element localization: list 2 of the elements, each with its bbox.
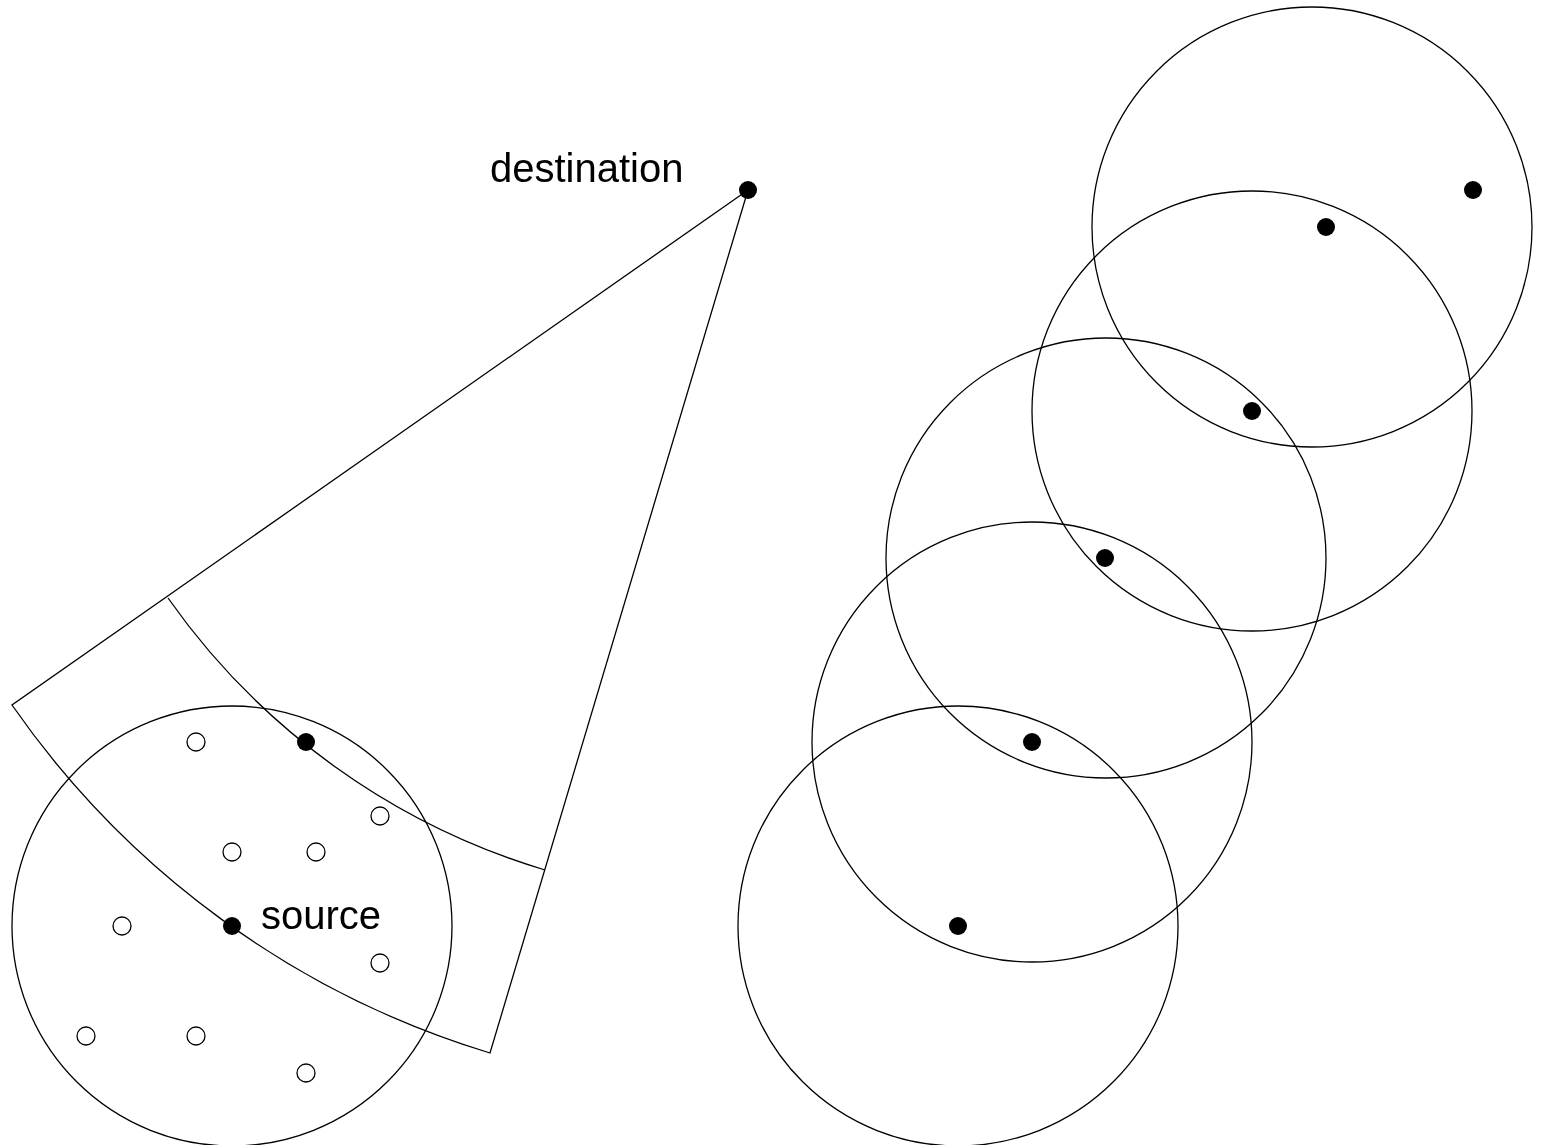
- point-label: destination: [490, 148, 684, 188]
- point-label: source: [261, 895, 382, 935]
